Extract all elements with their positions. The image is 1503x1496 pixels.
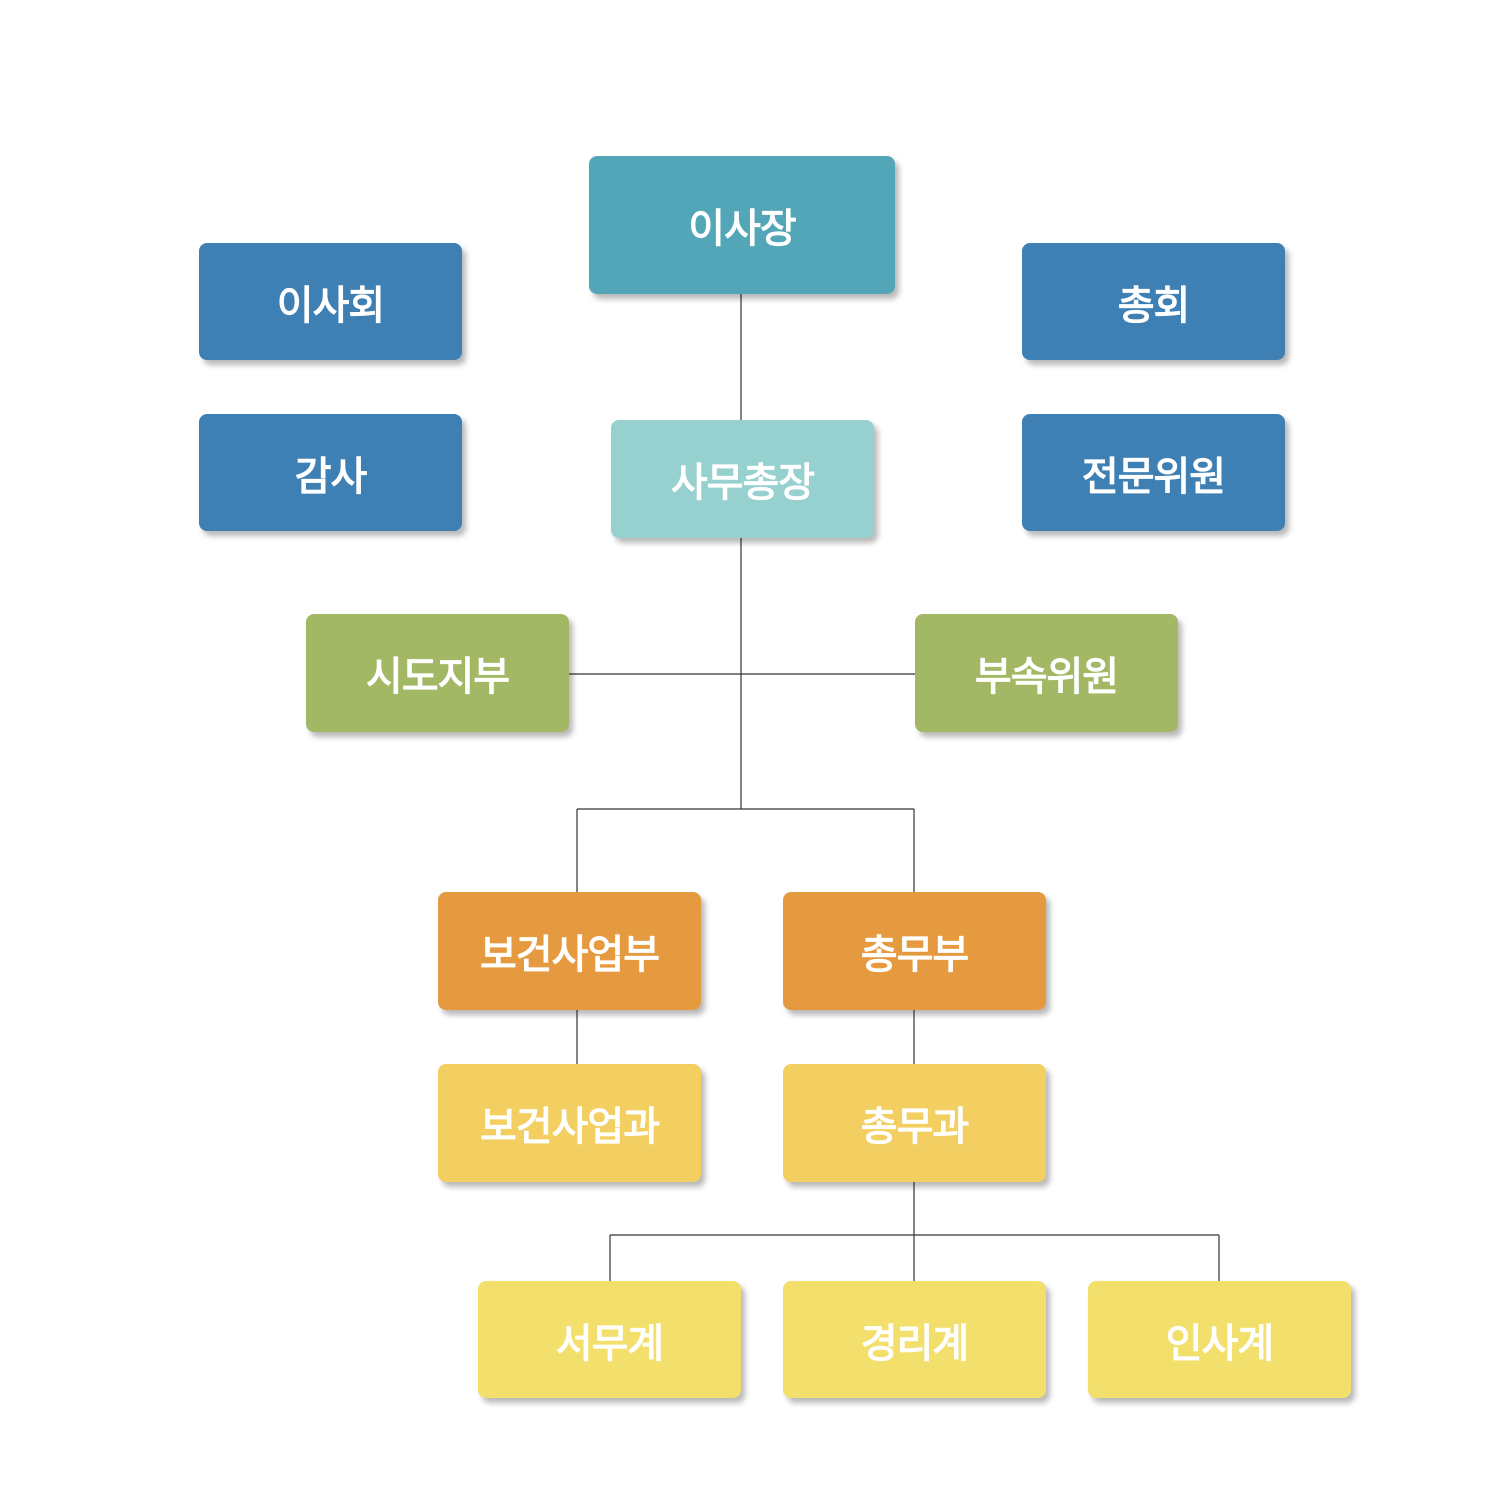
board-box: 이사회 (199, 243, 462, 360)
accounting-unit-label: 경리계 (860, 1320, 969, 1367)
general-assembly-label: 총회 (1117, 282, 1191, 329)
accounting-unit-box: 경리계 (783, 1281, 1046, 1398)
clerical-unit-box: 서무계 (478, 1281, 741, 1398)
secretary-general-box: 사무총장 (611, 420, 874, 538)
secretary-general-label: 사무총장 (670, 460, 815, 506)
health-business-section-label: 보건사업과 (480, 1104, 660, 1150)
personnel-unit-box: 인사계 (1088, 1281, 1351, 1398)
auditor-box: 감사 (199, 414, 462, 531)
expert-committee-box: 전문위원 (1022, 414, 1285, 531)
board-label: 이사회 (276, 282, 385, 329)
personnel-unit-label: 인사계 (1165, 1320, 1274, 1367)
general-affairs-section-box: 총무과 (783, 1064, 1046, 1182)
health-business-section-box: 보건사업과 (438, 1064, 701, 1182)
health-business-dept-label: 보건사업부 (480, 932, 660, 978)
general-assembly-box: 총회 (1022, 243, 1285, 360)
general-affairs-dept-box: 총무부 (783, 892, 1046, 1010)
expert-committee-label: 전문위원 (1081, 453, 1226, 500)
general-affairs-section-label: 총무과 (860, 1104, 969, 1150)
general-affairs-dept-label: 총무부 (860, 932, 969, 978)
chairman-label: 이사장 (688, 206, 796, 252)
regional-branches-box: 시도지부 (306, 614, 569, 732)
affiliated-committee-label: 부속위원 (974, 654, 1119, 700)
chairman-box: 이사장 (589, 156, 895, 294)
auditor-label: 감사 (294, 453, 368, 500)
health-business-dept-box: 보건사업부 (438, 892, 701, 1010)
affiliated-committee-box: 부속위원 (915, 614, 1178, 732)
regional-branches-label: 시도지부 (365, 654, 510, 700)
clerical-unit-label: 서무계 (555, 1320, 664, 1367)
